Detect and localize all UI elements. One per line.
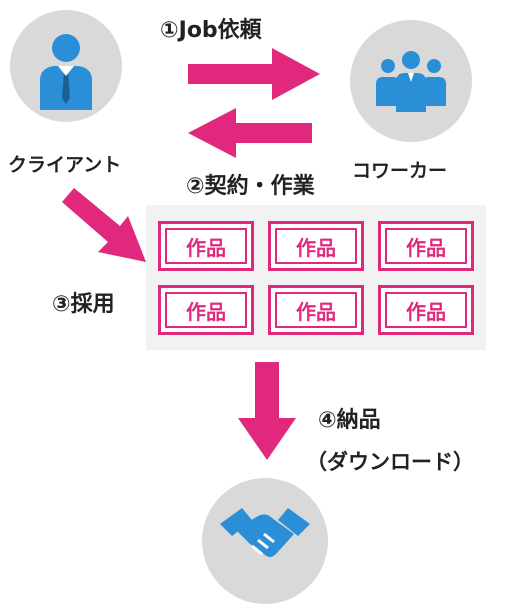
- step2-label: ②契約・作業: [186, 174, 315, 199]
- work-tile[interactable]: 作品: [268, 221, 364, 271]
- step4-sublabel: （ダウンロード）: [306, 450, 474, 474]
- handshake-icon: [220, 508, 310, 557]
- work-label: 作品: [165, 292, 247, 328]
- work-tile[interactable]: 作品: [378, 285, 474, 335]
- work-label: 作品: [165, 228, 247, 264]
- work-label: 作品: [275, 228, 357, 264]
- coworker-avatar-circle: [350, 20, 472, 142]
- client-label: クライアント: [8, 154, 122, 176]
- client-avatar-circle: [10, 10, 122, 122]
- work-tile[interactable]: 作品: [268, 285, 364, 335]
- diagonal-arrow-icon: [62, 188, 146, 262]
- work-label: 作品: [385, 292, 467, 328]
- work-tile[interactable]: 作品: [378, 221, 474, 271]
- businessman-icon: [40, 34, 92, 110]
- work-label: 作品: [385, 228, 467, 264]
- step3-label: ③採用: [52, 292, 115, 317]
- works-grid: 作品 作品 作品 作品 作品 作品: [146, 205, 486, 350]
- step1-label: ①Job依頼: [160, 18, 262, 43]
- group-icon: [376, 51, 446, 112]
- delivery-circle: [202, 478, 328, 604]
- right-arrow-icon: [188, 48, 320, 100]
- coworker-label: コワーカー: [352, 160, 448, 182]
- step4-label: ④納品: [318, 408, 381, 433]
- work-tile[interactable]: 作品: [158, 221, 254, 271]
- work-tile[interactable]: 作品: [158, 285, 254, 335]
- work-label: 作品: [275, 292, 357, 328]
- left-arrow-icon: [188, 108, 312, 158]
- down-arrow-icon: [238, 362, 296, 460]
